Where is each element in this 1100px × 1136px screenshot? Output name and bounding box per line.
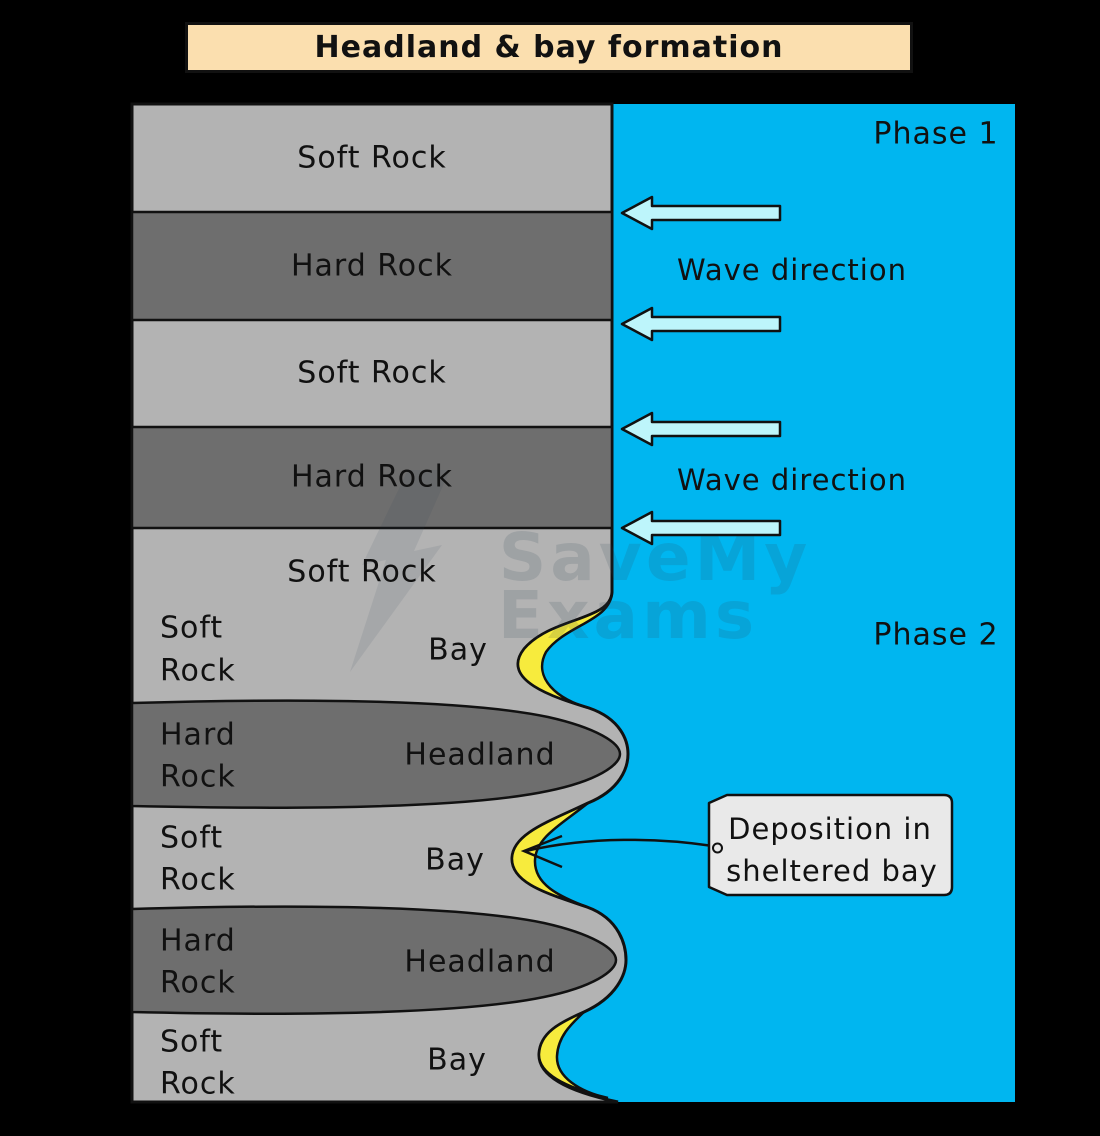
headland-hard-rock-1 (130, 699, 622, 809)
wave-direction-label-1: Wave direction (677, 253, 907, 287)
band5-rock-line2: Rock (160, 1066, 236, 1102)
phase2-label: Phase 2 (873, 617, 999, 653)
hard-rock-layer-2 (130, 425, 614, 530)
wave-arrow-left-icon-2 (620, 306, 782, 342)
layer-label-soft-rock-2: Soft Rock (297, 355, 447, 391)
band2-rock-line1: Hard (160, 717, 236, 753)
annotation-line2: sheltered bay (726, 854, 938, 888)
beach-deposit-1 (516, 591, 614, 710)
band3-rock-line2: Rock (160, 862, 236, 898)
band4-rock-line2: Rock (160, 965, 236, 1001)
wave-arrow-left-icon-3 (620, 411, 782, 447)
tag-hole-icon (712, 842, 723, 854)
annotation-leader-line (525, 838, 714, 853)
wave-arrow-left-icon-1 (620, 195, 782, 231)
beach-deposit-3 (537, 1010, 609, 1100)
band3-rock-line1: Soft (160, 820, 224, 856)
page-title: Headland & bay formation (314, 30, 784, 65)
feature-label-headland-1: Headland (404, 737, 556, 773)
layer-label-soft-rock-3: Soft Rock (287, 554, 437, 590)
band1-rock-line2: Rock (160, 653, 236, 689)
phase1-label: Phase 1 (873, 116, 999, 152)
watermark-line2: Exams (498, 577, 758, 654)
wave-direction-label-2: Wave direction (677, 463, 907, 497)
feature-label-bay-3: Bay (427, 1042, 487, 1078)
feature-label-bay-1: Bay (428, 632, 488, 668)
band1-rock-line1: Soft (160, 610, 224, 646)
band2-rock-line2: Rock (160, 759, 236, 795)
layer-label-soft-rock-1: Soft Rock (297, 140, 447, 176)
band4-rock-line1: Hard (160, 923, 236, 959)
feature-label-bay-2: Bay (425, 842, 485, 878)
headland-hard-rock-2 (130, 905, 618, 1015)
annotation-tag (707, 793, 954, 897)
watermark-bolt-icon (350, 470, 450, 672)
layer-label-hard-rock-2: Hard Rock (290, 459, 454, 495)
feature-label-headland-2: Headland (404, 944, 556, 980)
annotation-line1: Deposition in (728, 812, 932, 846)
hard-rock-layer-1 (130, 210, 614, 322)
band5-rock-line1: Soft (160, 1024, 224, 1060)
layer-label-hard-rock-1: Hard Rock (290, 248, 454, 284)
annotation-arrowhead-icon (520, 834, 563, 869)
title-banner: Headland & bay formation (185, 22, 913, 73)
wave-arrow-left-icon-4 (620, 510, 782, 546)
